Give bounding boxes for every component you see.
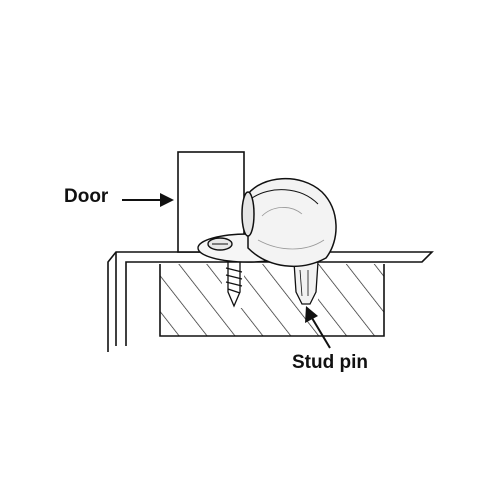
stopper-dome xyxy=(241,178,337,268)
floor-board xyxy=(107,251,434,352)
wood-screw xyxy=(225,262,243,308)
stud-pin-label: Stud pin xyxy=(292,352,368,373)
door-arrow xyxy=(122,193,174,207)
stud-pin-arrow xyxy=(305,306,331,349)
floor-block xyxy=(159,264,385,337)
door-label: Door xyxy=(64,186,109,207)
